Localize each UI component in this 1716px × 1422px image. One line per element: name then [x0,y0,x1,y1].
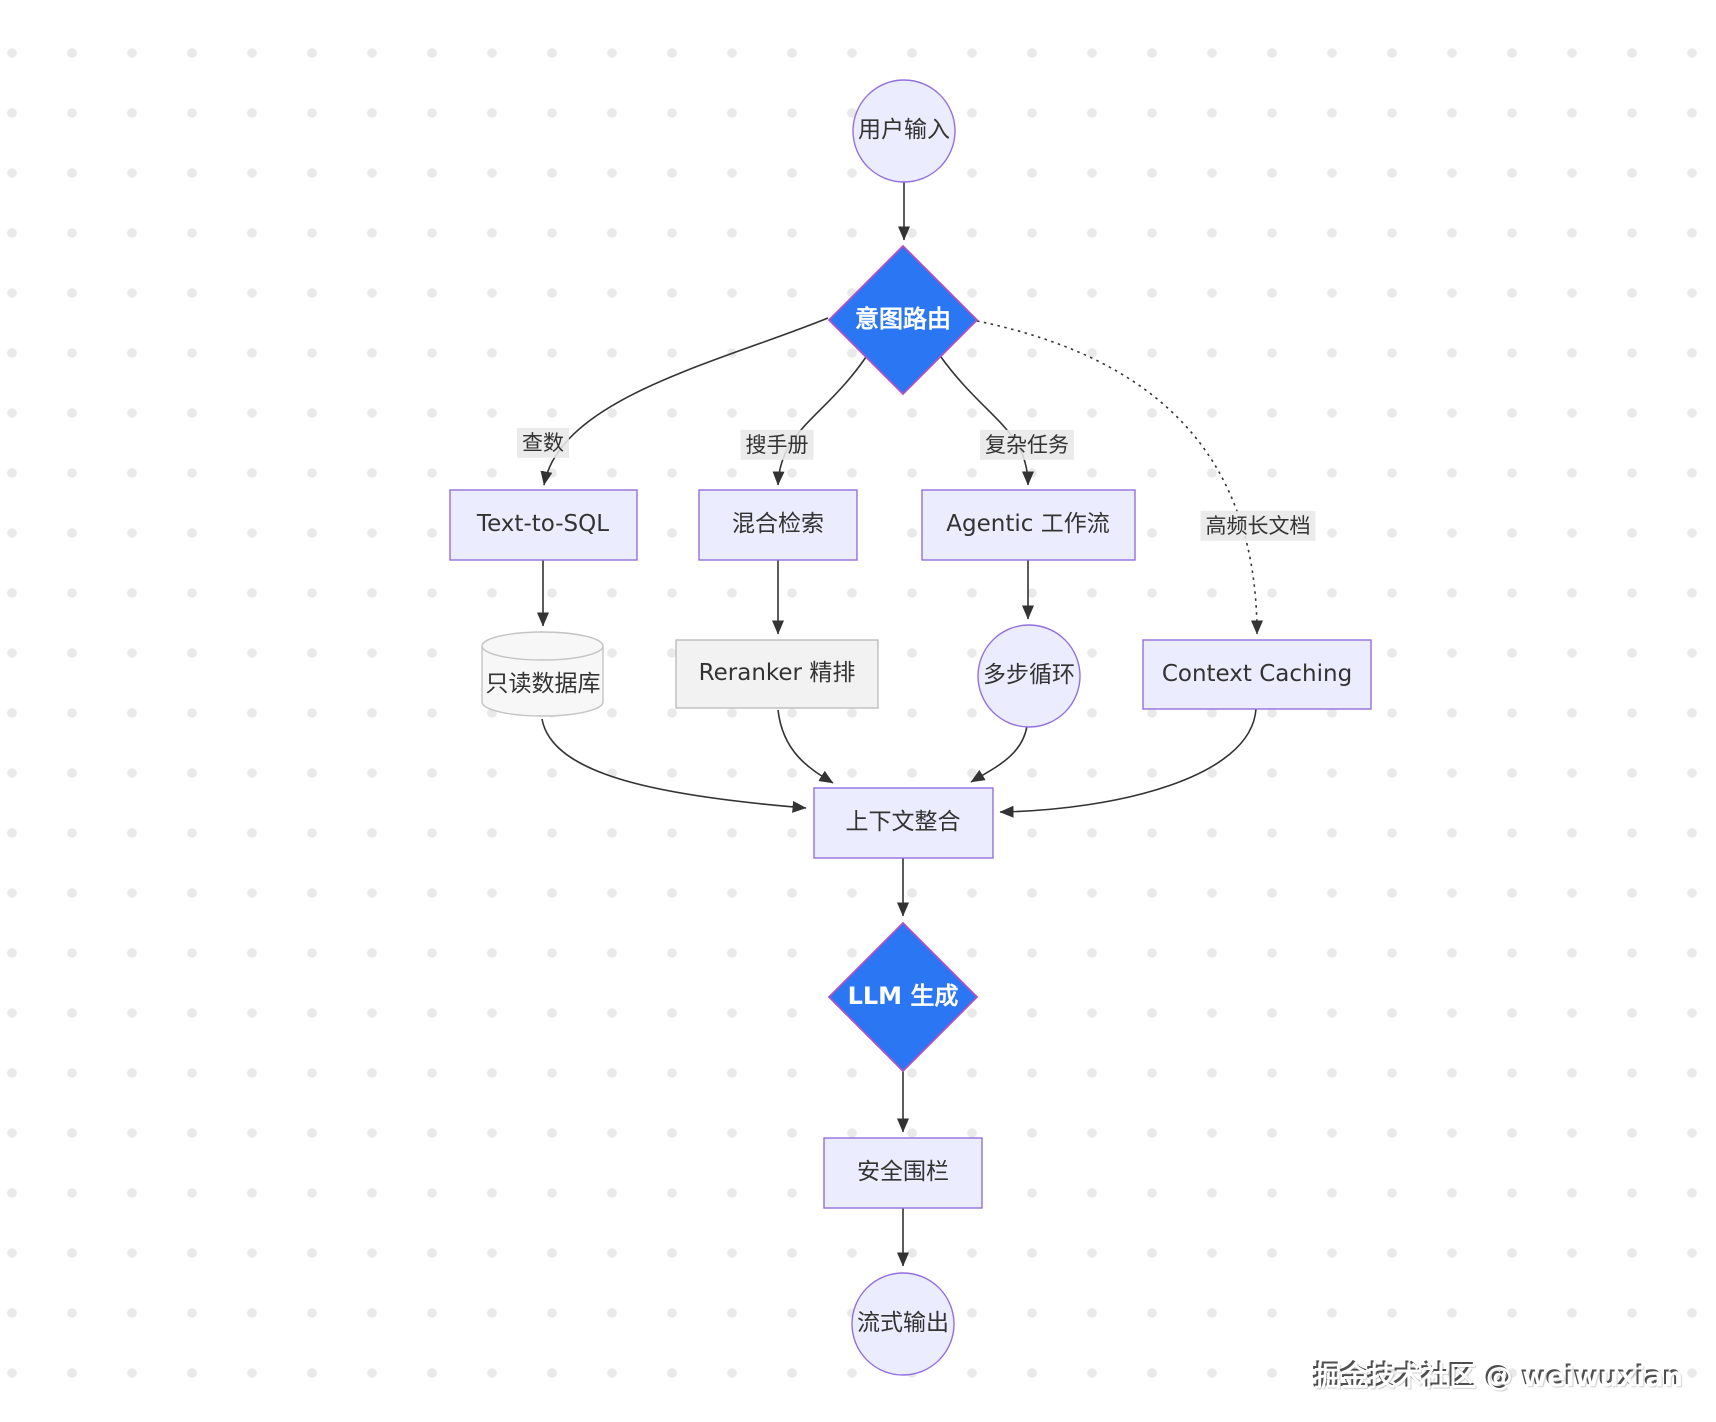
edge-intent-router-to-context-caching-dotted [976,320,1263,635]
node-readonly-db-label: 只读数据库 [485,671,601,698]
node-llm-generate-label: LLM 生成 [847,982,959,1011]
node-context-merge-label: 上下文整合 [845,809,961,836]
node-multi-step-loop-shape [977,624,1081,728]
edge-label-complex-task: 复杂任务 [980,429,1074,461]
node-intent-router: 意图路由 [855,305,951,335]
node-readonly-db-cylinder-top [481,631,604,661]
edge-reranker-to-context-merge [777,709,834,784]
edge-readonly-db-to-context-merge [541,718,807,813]
edge-label-query-data: 查数 [517,427,569,459]
node-text-to-sql-shape [449,489,638,561]
node-context-caching-shape [1142,639,1372,710]
node-intent-router-shape [827,244,979,396]
edge-multi-step-loop-to-context-merge [970,725,1028,783]
node-user-input-shape [852,79,956,183]
node-llm-generate: LLM 生成 [848,982,959,1012]
node-context-merge-shape [813,787,994,859]
node-shape-layer [449,79,1372,1376]
node-reranker-shape [675,639,879,709]
node-context-caching-label: Context Caching [1161,661,1353,688]
node-guardrail-label: 安全围栏 [857,1159,949,1186]
node-hybrid-retrieval-label: 混合检索 [732,511,824,538]
node-stream-output-label: 流式输出 [857,1310,949,1337]
edge-label-high-freq-long-doc: 高频长文档 [1200,510,1316,542]
node-agentic-workflow-shape [921,489,1136,561]
node-stream-output-shape [851,1272,955,1376]
node-reranker-label: Reranker 精排 [698,660,856,687]
edge-intent-router-to-agentic-workflow [940,356,1034,486]
edge-layer [537,182,1263,1267]
watermark: 掘金技术社区 @ weiwuxian [1314,1362,1683,1393]
node-guardrail-shape [823,1137,983,1209]
node-multi-step-loop-label: 多步循环 [983,662,1075,689]
node-user-input-label: 用户输入 [858,117,950,144]
node-intent-router-label: 意图路由 [855,305,951,334]
node-hybrid-retrieval-shape [698,489,858,561]
edge-context-caching-to-context-merge [999,708,1257,818]
edge-label-search-manual: 搜手册 [740,429,814,461]
node-agentic-workflow-label: Agentic 工作流 [946,511,1110,538]
node-readonly-db-cylinder-body [481,646,604,717]
node-text-to-sql-label: Text-to-SQL [476,511,610,538]
edge-intent-router-to-hybrid-retrieval [772,356,867,486]
node-llm-generate-shape [827,921,979,1073]
